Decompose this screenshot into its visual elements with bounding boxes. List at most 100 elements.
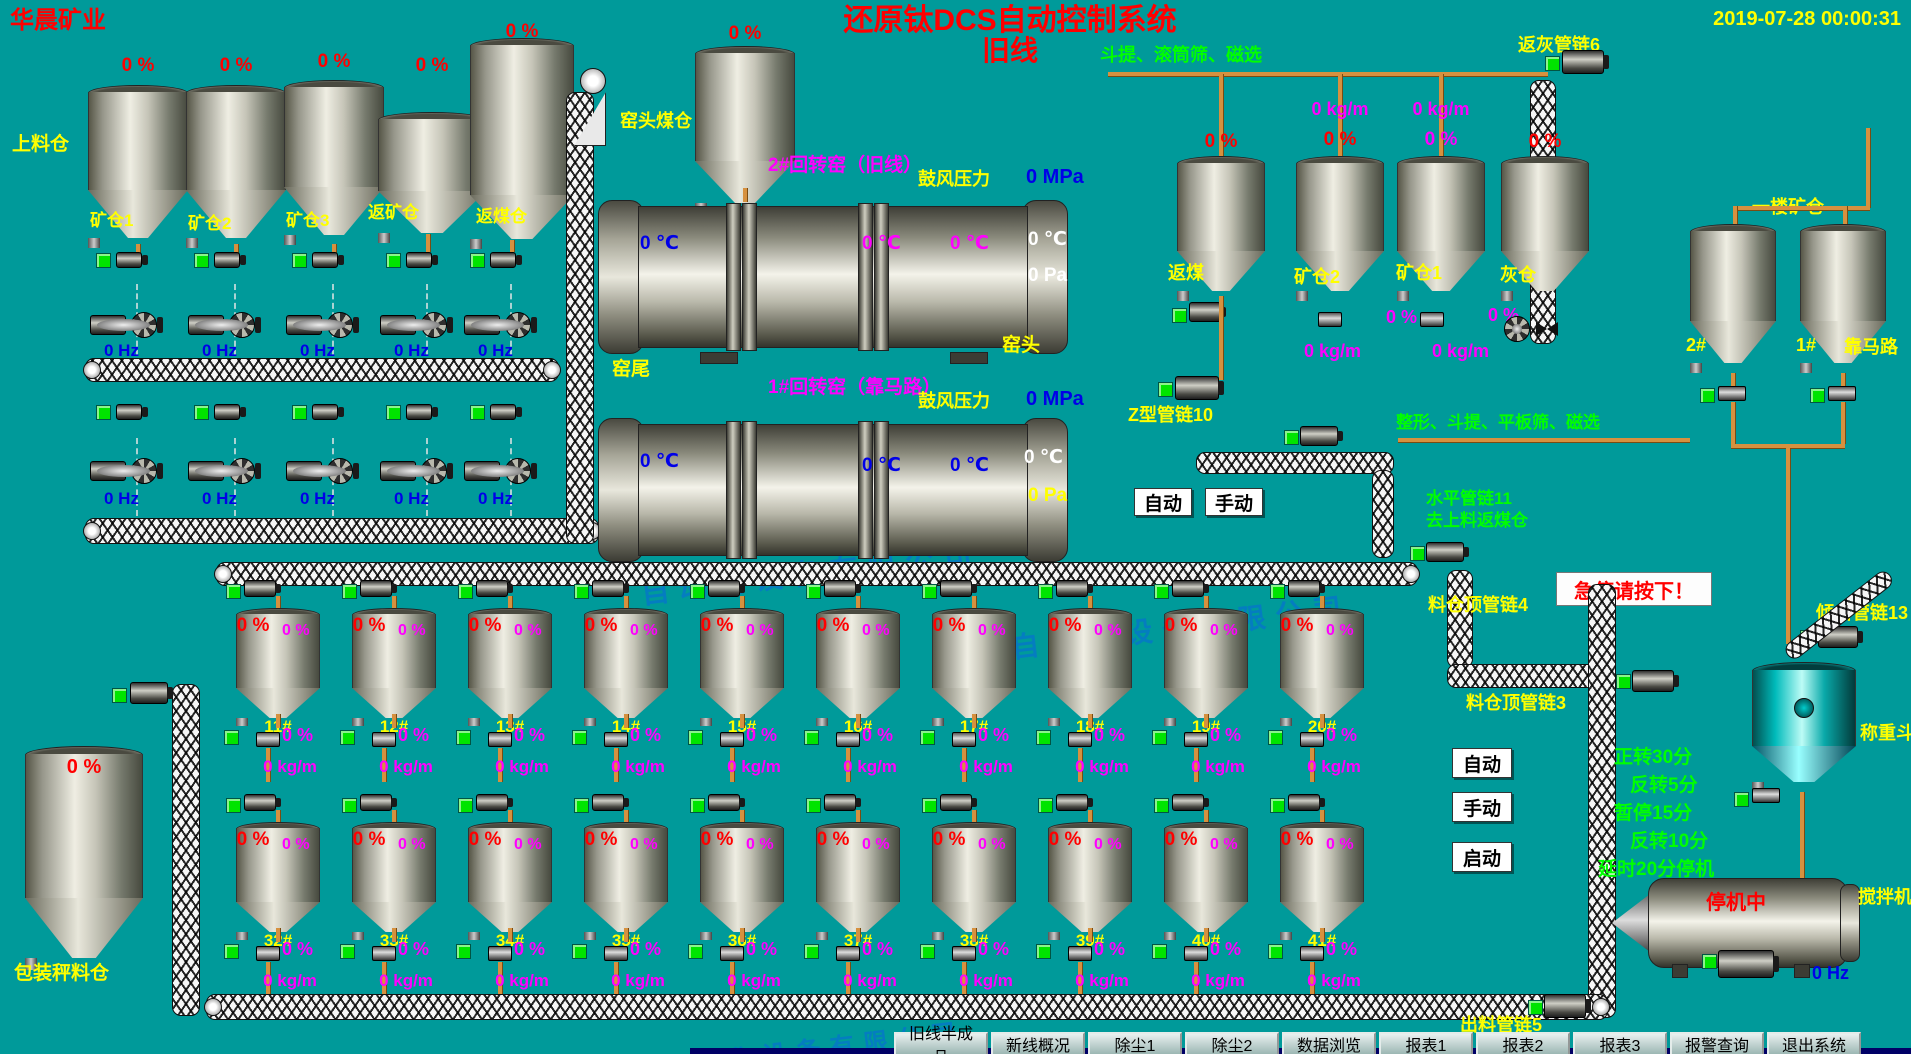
bin-body (700, 614, 784, 688)
valve-icon (1718, 386, 1746, 401)
nav-button[interactable]: 新线概况 (991, 1032, 1085, 1054)
bin-stem (352, 932, 364, 940)
bin-body (1048, 828, 1132, 902)
nav-button[interactable]: 报表1 (1379, 1032, 1473, 1054)
company-name: 华晨矿业 (10, 7, 106, 34)
silo-top-chain4 (1447, 570, 1473, 668)
hz-value: 0 Hz (202, 341, 237, 360)
mixer-auto-button[interactable]: 自动 (1452, 748, 1512, 778)
motor-icon (490, 404, 516, 420)
mixer-leg (1672, 964, 1688, 978)
kiln2-temp-1: 0 ℃ (640, 233, 679, 254)
kiln-ring (874, 203, 889, 351)
pipe (1088, 928, 1092, 942)
bucket-elevator (566, 92, 594, 544)
kiln-ring (874, 421, 889, 559)
bin-feed-motor (824, 794, 861, 811)
bin-body (1296, 163, 1384, 251)
timing-pause: 暂停15分 (1614, 803, 1693, 824)
feeder-unit (470, 404, 516, 420)
nav-button[interactable]: 退出系统 (1767, 1032, 1861, 1054)
bin-rate: 0 kg/m (1307, 757, 1361, 776)
pipe (1194, 962, 1198, 996)
nav-button[interactable]: 除尘1 (1088, 1032, 1182, 1054)
bin-level-red: 0 % (816, 829, 850, 850)
pipe (1204, 714, 1208, 728)
pipe (1310, 962, 1314, 996)
feed-bin-name: 矿仓1 (90, 211, 134, 230)
nav-button[interactable]: 报表2 (1476, 1032, 1570, 1054)
bin-rate: 0 kg/m (1307, 971, 1361, 990)
chain10-label: Z型管链10 (1128, 405, 1214, 425)
bin-pct: 0 % (1326, 725, 1358, 745)
screening-manual-button[interactable]: 手动 (1205, 488, 1263, 516)
pipe (624, 714, 628, 728)
estop-button[interactable]: 急停请按下！ (1556, 572, 1712, 606)
valve-icon (256, 732, 280, 747)
silo-top-chain3 (1447, 664, 1611, 688)
kiln2-blast-label: 鼓风压力 (918, 169, 990, 189)
floor1-bin2-label: 2# (1686, 335, 1707, 355)
status-light (1152, 944, 1167, 959)
storage-bin-group: 0 % 0 % 34# 0 % 0 kg/m (452, 792, 568, 1004)
kiln2-temp-3: 0 ℃ (950, 233, 989, 254)
mixer-hz: 0 Hz (1812, 963, 1850, 983)
bin-pct: 0 % (862, 725, 894, 745)
fan-icon (505, 312, 531, 338)
storage-top-conveyor (216, 562, 1418, 586)
status-light (340, 944, 355, 959)
bin-feed-motor (940, 580, 977, 597)
nav-button[interactable]: 除尘2 (1185, 1032, 1279, 1054)
nav-button[interactable]: 报表3 (1573, 1032, 1667, 1054)
nav-button[interactable]: 报警查询 (1670, 1032, 1764, 1054)
bin-pct: 0 % (746, 939, 778, 959)
bin-body (1164, 614, 1248, 688)
bin-level-purple: 0 % (978, 622, 1006, 639)
storage-bin-group: 0 % 0 % 36# 0 % 0 kg/m (684, 792, 800, 1004)
pipe (382, 962, 386, 996)
pipe (276, 928, 280, 942)
motor-icon (490, 252, 516, 268)
bin-level-red: 0 % (1280, 829, 1314, 850)
chain5-label: 出料管链5 (1460, 1015, 1543, 1035)
nav-button[interactable]: 旧线半成品 (894, 1026, 988, 1054)
status-light (1700, 388, 1715, 403)
pipe (1338, 74, 1342, 156)
mixer-start-button[interactable]: 启动 (1452, 842, 1512, 872)
bin-level-purple: 0 % (282, 622, 310, 639)
page-subtitle: 旧线 (981, 35, 1038, 66)
bin-stem (468, 932, 480, 940)
valve-icon (604, 732, 628, 747)
status-light (688, 730, 703, 745)
pipe (508, 928, 512, 942)
rate-value: 0 kg/m (1412, 99, 1470, 119)
valve-icon (1300, 732, 1324, 747)
nav-button[interactable]: 数据浏览 (1282, 1032, 1376, 1054)
pipe (856, 928, 860, 942)
timing-delay-stop: 延时20分停机 (1598, 859, 1715, 880)
status-light (1152, 730, 1167, 745)
status-light (690, 584, 705, 599)
feeder-unit (386, 404, 432, 420)
bin-body (352, 828, 436, 902)
chain11-dest-label: 去上料返煤仓 (1426, 511, 1528, 530)
pipe (1439, 74, 1443, 156)
kiln1-name: 1#回转窑（靠马路） (768, 377, 942, 398)
bin-level-purple: 0 % (630, 836, 658, 853)
storage-bin-group: 0 % 0 % 13# 0 % 0 kg/m (452, 578, 568, 790)
bin-pct: 0 % (630, 725, 662, 745)
status-light (1616, 674, 1631, 689)
bin-body (816, 614, 900, 688)
bin-level-purple: 0 % (1326, 836, 1354, 853)
mixer-manual-button[interactable]: 手动 (1452, 792, 1512, 822)
valve-icon (952, 946, 976, 961)
pipe (1733, 206, 1737, 226)
status-light (806, 584, 821, 599)
hz-value: 0 Hz (394, 489, 429, 508)
coal-bin-label: 窑头煤仓 (620, 111, 692, 131)
screening-auto-button[interactable]: 自动 (1134, 488, 1192, 516)
bin-stem (932, 932, 944, 940)
valve-icon (488, 946, 512, 961)
valve-icon (1828, 386, 1856, 401)
